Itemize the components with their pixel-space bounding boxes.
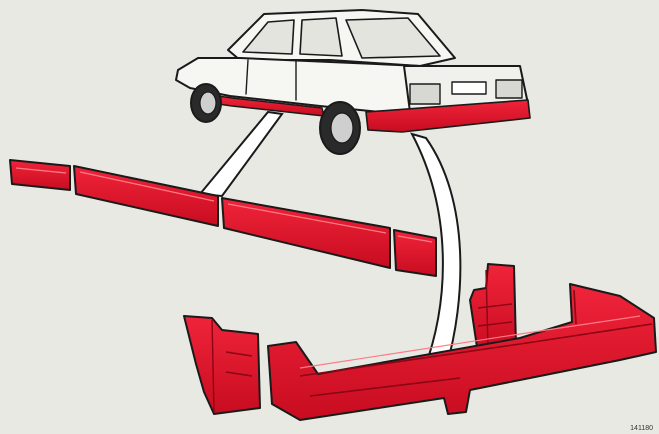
rear-bumper-cover [268, 284, 656, 420]
car-window-rear-side [300, 18, 342, 56]
car-illustration [176, 10, 530, 154]
mud-flap-left [184, 316, 260, 414]
rear-door-strip [222, 198, 390, 268]
callout-band-sill [200, 112, 282, 196]
car-front-wheel [191, 84, 221, 122]
car-number-plate [452, 82, 486, 94]
car-rear-wheel [320, 102, 360, 154]
car-taillight-right [496, 80, 522, 98]
front-sill-strip [10, 160, 70, 190]
car-taillight-left [410, 84, 440, 104]
figure-reference-number: 141180 [630, 425, 653, 432]
